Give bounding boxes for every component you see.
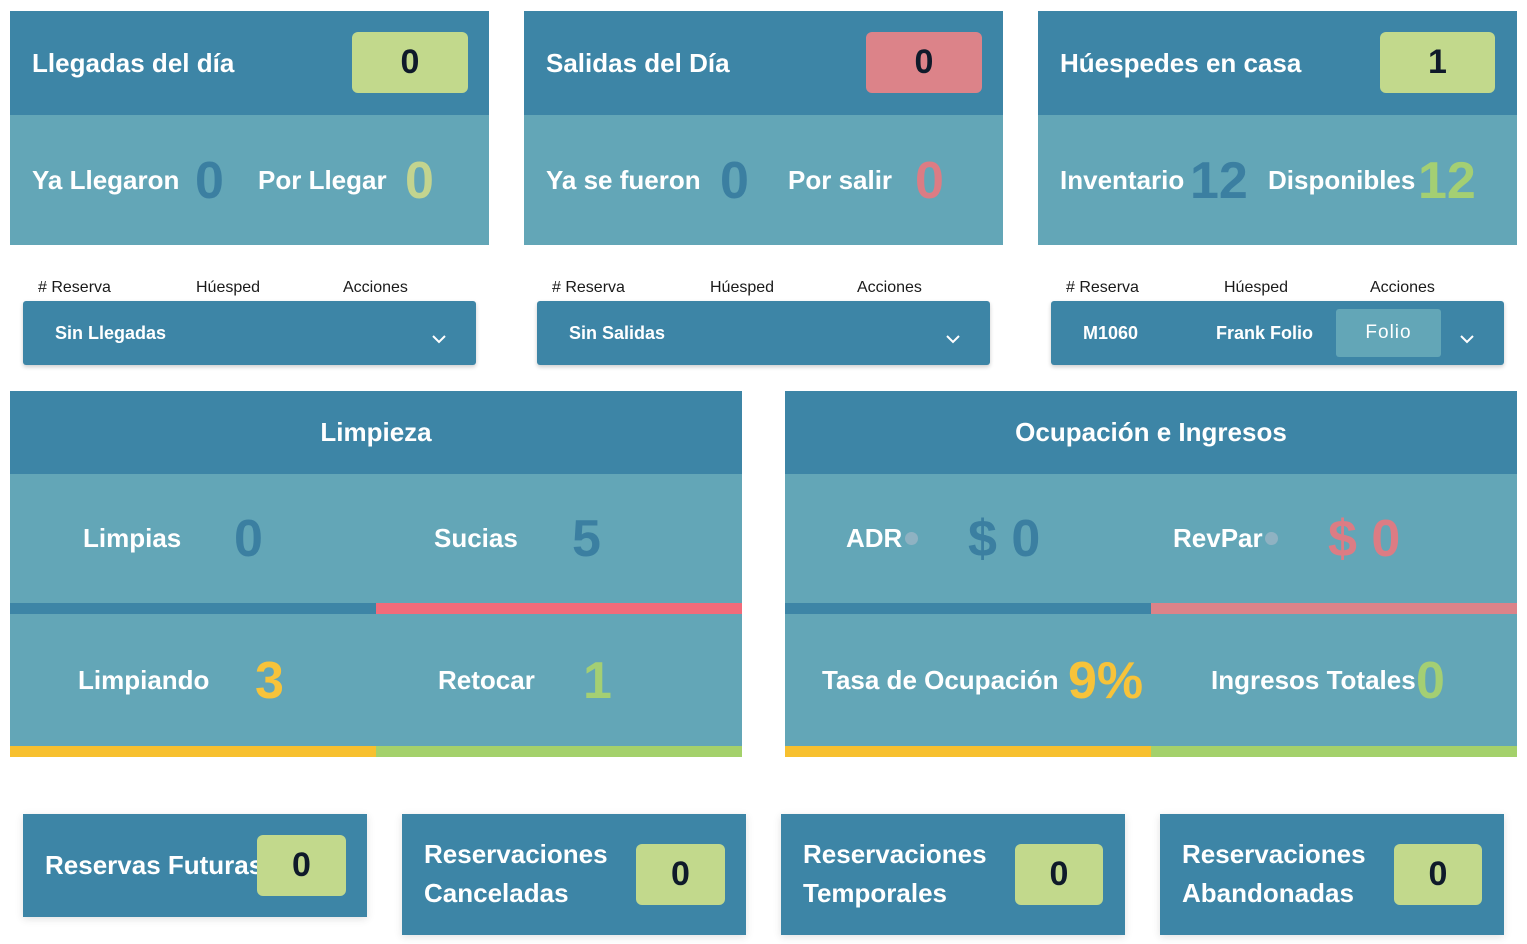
retocar-value: 1 (583, 652, 612, 710)
llegadas-count-badge: 0 (352, 32, 468, 93)
revpar-bar (1151, 603, 1517, 614)
salidas-col-huesped: Húesped (710, 279, 775, 296)
tasa-label: Tasa de Ocupación (822, 665, 1059, 695)
llegadas-dropdown[interactable]: Sin Llegadas (23, 301, 476, 365)
ya-llegaron-value: 0 (195, 152, 224, 210)
por-salir-label: Por salir (788, 165, 893, 195)
limpiando-value: 3 (255, 652, 284, 710)
canceladas-label-1: Reservaciones (424, 839, 608, 869)
salidas-count-badge: 0 (866, 32, 982, 93)
sucias-label: Sucias (434, 523, 518, 553)
adr-value: $ 0 (968, 510, 1041, 568)
salidas-body (524, 115, 1003, 245)
limpiando-bar (10, 746, 376, 757)
folio-button[interactable]: Folio (1336, 309, 1441, 357)
abandonadas-badge: 0 (1394, 844, 1482, 905)
revpar-info-icon[interactable] (1265, 532, 1278, 545)
ya-llegaron-label: Ya Llegaron (32, 165, 180, 195)
salidas-dropdown-text: Sin Salidas (569, 323, 666, 343)
abandonadas-label-2: Abandonadas (1182, 878, 1354, 908)
adr-label: ADR (846, 523, 903, 553)
canceladas-card: Reservaciones Canceladas 0 (402, 814, 746, 935)
limpieza-title: Limpieza (320, 417, 432, 447)
huespedes-col-huesped: Húesped (1224, 279, 1289, 296)
revpar-value: $ 0 (1328, 510, 1401, 568)
limpias-bar (10, 603, 376, 614)
inventario-value: 12 (1190, 152, 1248, 210)
reservas-futuras-card: Reservas Futuras 0 (23, 814, 367, 917)
chevron-down-icon[interactable] (943, 329, 963, 349)
llegadas-col-reserva: # Reserva (38, 279, 111, 296)
row-reserva: M1060 (1083, 323, 1139, 343)
limpiando-label: Limpiando (78, 665, 210, 695)
sucias-value: 5 (572, 510, 601, 568)
huespedes-col-reserva: # Reserva (1066, 279, 1139, 296)
ocupacion-header (785, 391, 1517, 474)
llegadas-dropdown-text: Sin Llegadas (55, 323, 167, 343)
limpias-value: 0 (234, 510, 263, 568)
revpar-label: RevPar (1173, 523, 1263, 553)
temporales-label-2: Temporales (803, 878, 948, 908)
limpieza-header (10, 391, 742, 474)
canceladas-badge: 0 (636, 844, 725, 905)
canceladas-label-2: Canceladas (424, 878, 569, 908)
adr-bar (785, 603, 1151, 614)
por-salir-value: 0 (915, 152, 944, 210)
salidas-title: Salidas del Día (546, 48, 730, 78)
inventario-label: Inventario (1060, 165, 1185, 195)
temporales-label-1: Reservaciones (803, 839, 987, 869)
row-huesped: Frank Folio (1216, 323, 1314, 343)
huespedes-count-badge: 1 (1380, 32, 1495, 93)
adr-info-icon[interactable] (905, 532, 918, 545)
llegadas-title: Llegadas del día (32, 48, 235, 78)
ocupacion-title: Ocupación e Ingresos (1015, 417, 1287, 447)
ingresos-label: Ingresos Totales (1211, 665, 1416, 695)
abandonadas-label-1: Reservaciones (1182, 839, 1366, 869)
llegadas-col-acciones: Acciones (343, 279, 408, 296)
huespedes-row[interactable]: M1060 Frank Folio Folio (1051, 301, 1504, 365)
llegadas-col-huesped: Húesped (196, 279, 261, 296)
temporales-card: Reservaciones Temporales 0 (781, 814, 1125, 935)
sucias-bar (376, 603, 742, 614)
ingresos-value: 0 (1416, 652, 1445, 710)
salidas-col-reserva: # Reserva (552, 279, 625, 296)
huespedes-body (1038, 115, 1517, 245)
disponibles-label: Disponibles (1268, 165, 1416, 195)
salidas-dropdown[interactable]: Sin Salidas (537, 301, 990, 365)
reservas-futuras-label: Reservas Futuras (45, 850, 264, 880)
llegadas-body (10, 115, 489, 245)
abandonadas-card: Reservaciones Abandonadas 0 (1160, 814, 1504, 935)
reservas-futuras-badge: 0 (257, 835, 346, 896)
limpias-label: Limpias (83, 523, 182, 553)
por-llegar-value: 0 (405, 152, 434, 210)
huespedes-title: Húespedes en casa (1060, 48, 1302, 78)
disponibles-value: 12 (1418, 152, 1476, 210)
huespedes-col-acciones: Acciones (1370, 279, 1435, 296)
por-llegar-label: Por Llegar (258, 165, 387, 195)
ingresos-bar (1151, 746, 1517, 757)
salidas-col-acciones: Acciones (857, 279, 922, 296)
ya-se-fueron-value: 0 (720, 152, 749, 210)
chevron-down-icon[interactable] (1457, 329, 1477, 349)
ya-se-fueron-label: Ya se fueron (546, 165, 701, 195)
tasa-value: 9% (1068, 652, 1144, 710)
chevron-down-icon[interactable] (429, 329, 449, 349)
temporales-badge: 0 (1015, 844, 1103, 905)
retocar-bar (376, 746, 742, 757)
retocar-label: Retocar (438, 665, 535, 695)
tasa-bar (785, 746, 1151, 757)
